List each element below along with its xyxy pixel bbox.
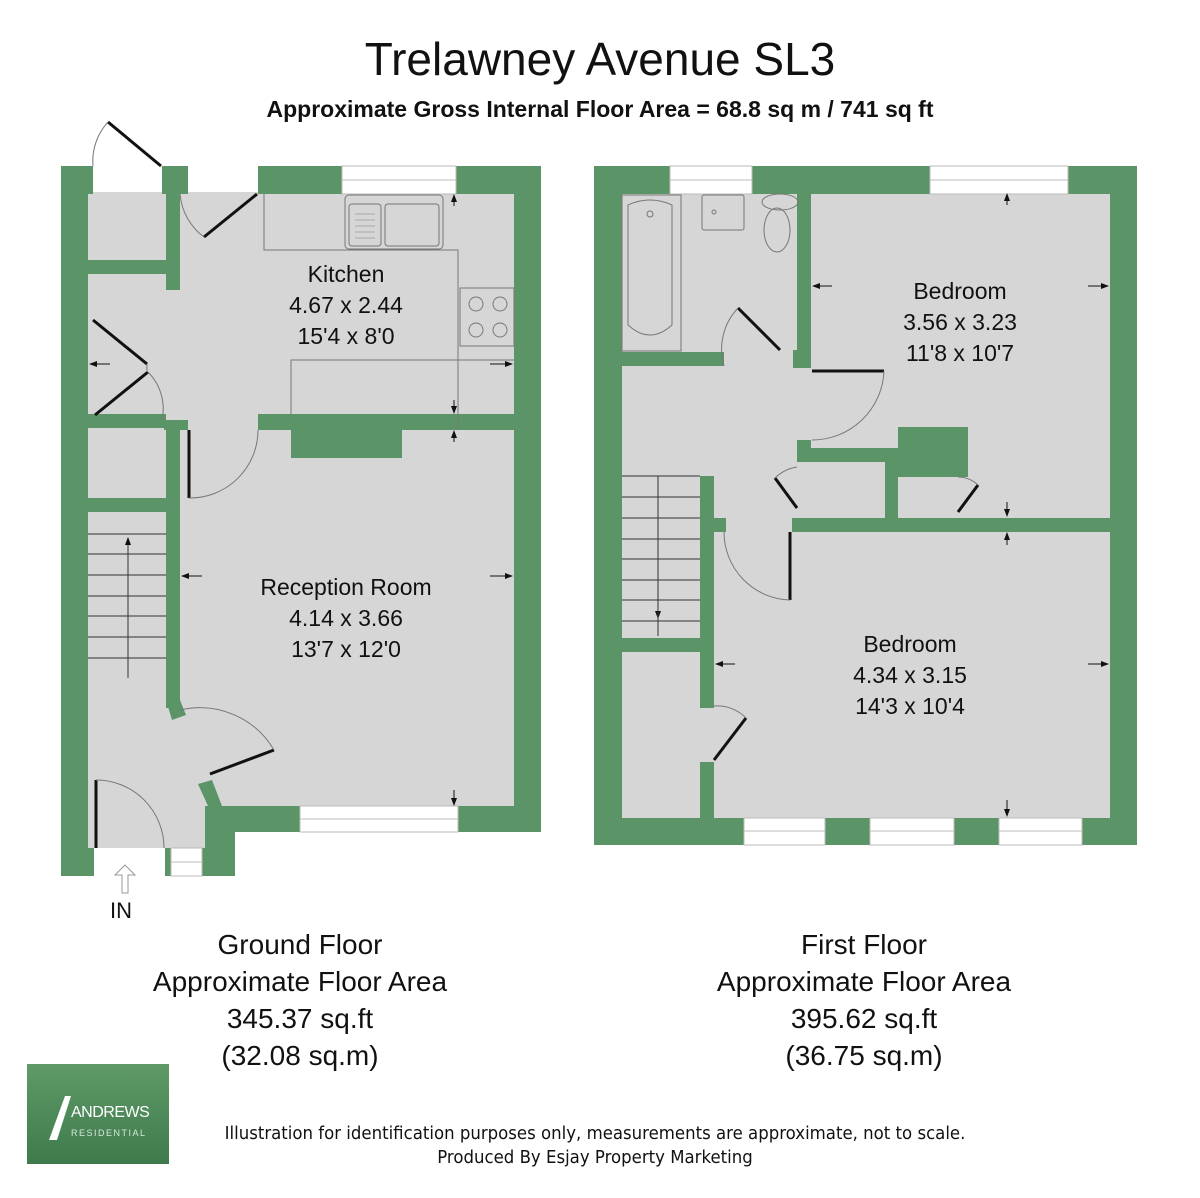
- producer-text: Produced By Esjay Property Marketing: [437, 1147, 753, 1168]
- room-name: Kitchen: [307, 261, 385, 287]
- logo-subtitle: RESIDENTIAL: [71, 1128, 147, 1138]
- room-imperial: 13'7 x 12'0: [291, 636, 401, 662]
- ground-floor-summary: Ground Floor Approximate Floor Area 345.…: [90, 926, 510, 1074]
- room-bedroom-2: Bedroom 4.34 x 3.15 14'3 x 10'4: [760, 629, 1060, 722]
- roof-a-icon: [49, 1096, 71, 1140]
- floor-area-sqft: 345.37 sq.ft: [226, 1003, 374, 1034]
- room-kitchen: Kitchen 4.67 x 2.44 15'4 x 8'0: [196, 259, 496, 352]
- floor-area-sqft: 395.62 sq.ft: [790, 1003, 938, 1034]
- logo-name: ANDREWS: [71, 1104, 150, 1121]
- room-metric: 4.14 x 3.66: [289, 605, 403, 631]
- page-title: Trelawney Avenue SL3: [364, 33, 836, 85]
- floor-area-sqm: (32.08 sq.m): [221, 1040, 379, 1071]
- disclaimer-text: Illustration for identification purposes…: [224, 1123, 966, 1144]
- room-imperial: 15'4 x 8'0: [297, 323, 395, 349]
- room-name: Bedroom: [913, 278, 1007, 304]
- first-floor-plan: [594, 165, 1137, 846]
- room-name: Bedroom: [863, 631, 957, 657]
- footer-disclaimer: Illustration for identification purposes…: [48, 1122, 1143, 1170]
- floor-area-label: Approximate Floor Area: [716, 966, 1012, 997]
- floor-area-label: Approximate Floor Area: [152, 966, 448, 997]
- ground-floor-plan: [61, 120, 541, 894]
- entrance-arrow-icon: [113, 864, 137, 894]
- floor-name: Ground Floor: [217, 929, 383, 960]
- room-name: Reception Room: [260, 574, 432, 600]
- room-metric: 4.67 x 2.44: [289, 292, 403, 318]
- room-metric: 4.34 x 3.15: [853, 662, 967, 688]
- room-bedroom-1: Bedroom 3.56 x 3.23 11'8 x 10'7: [810, 276, 1110, 369]
- room-imperial: 11'8 x 10'7: [905, 340, 1015, 366]
- first-floor-summary: First Floor Approximate Floor Area 395.6…: [654, 926, 1074, 1074]
- room-reception: Reception Room 4.14 x 3.66 13'7 x 12'0: [196, 572, 496, 665]
- room-imperial: 14'3 x 10'4: [855, 693, 965, 719]
- andrews-residential-logo: ANDREWS RESIDENTIAL: [27, 1064, 169, 1164]
- floor-area-sqm: (36.75 sq.m): [785, 1040, 943, 1071]
- entrance-label: IN: [110, 898, 132, 923]
- floor-name: First Floor: [801, 929, 927, 960]
- gross-area-subtitle: Approximate Gross Internal Floor Area = …: [266, 96, 934, 122]
- room-metric: 3.56 x 3.23: [903, 309, 1017, 335]
